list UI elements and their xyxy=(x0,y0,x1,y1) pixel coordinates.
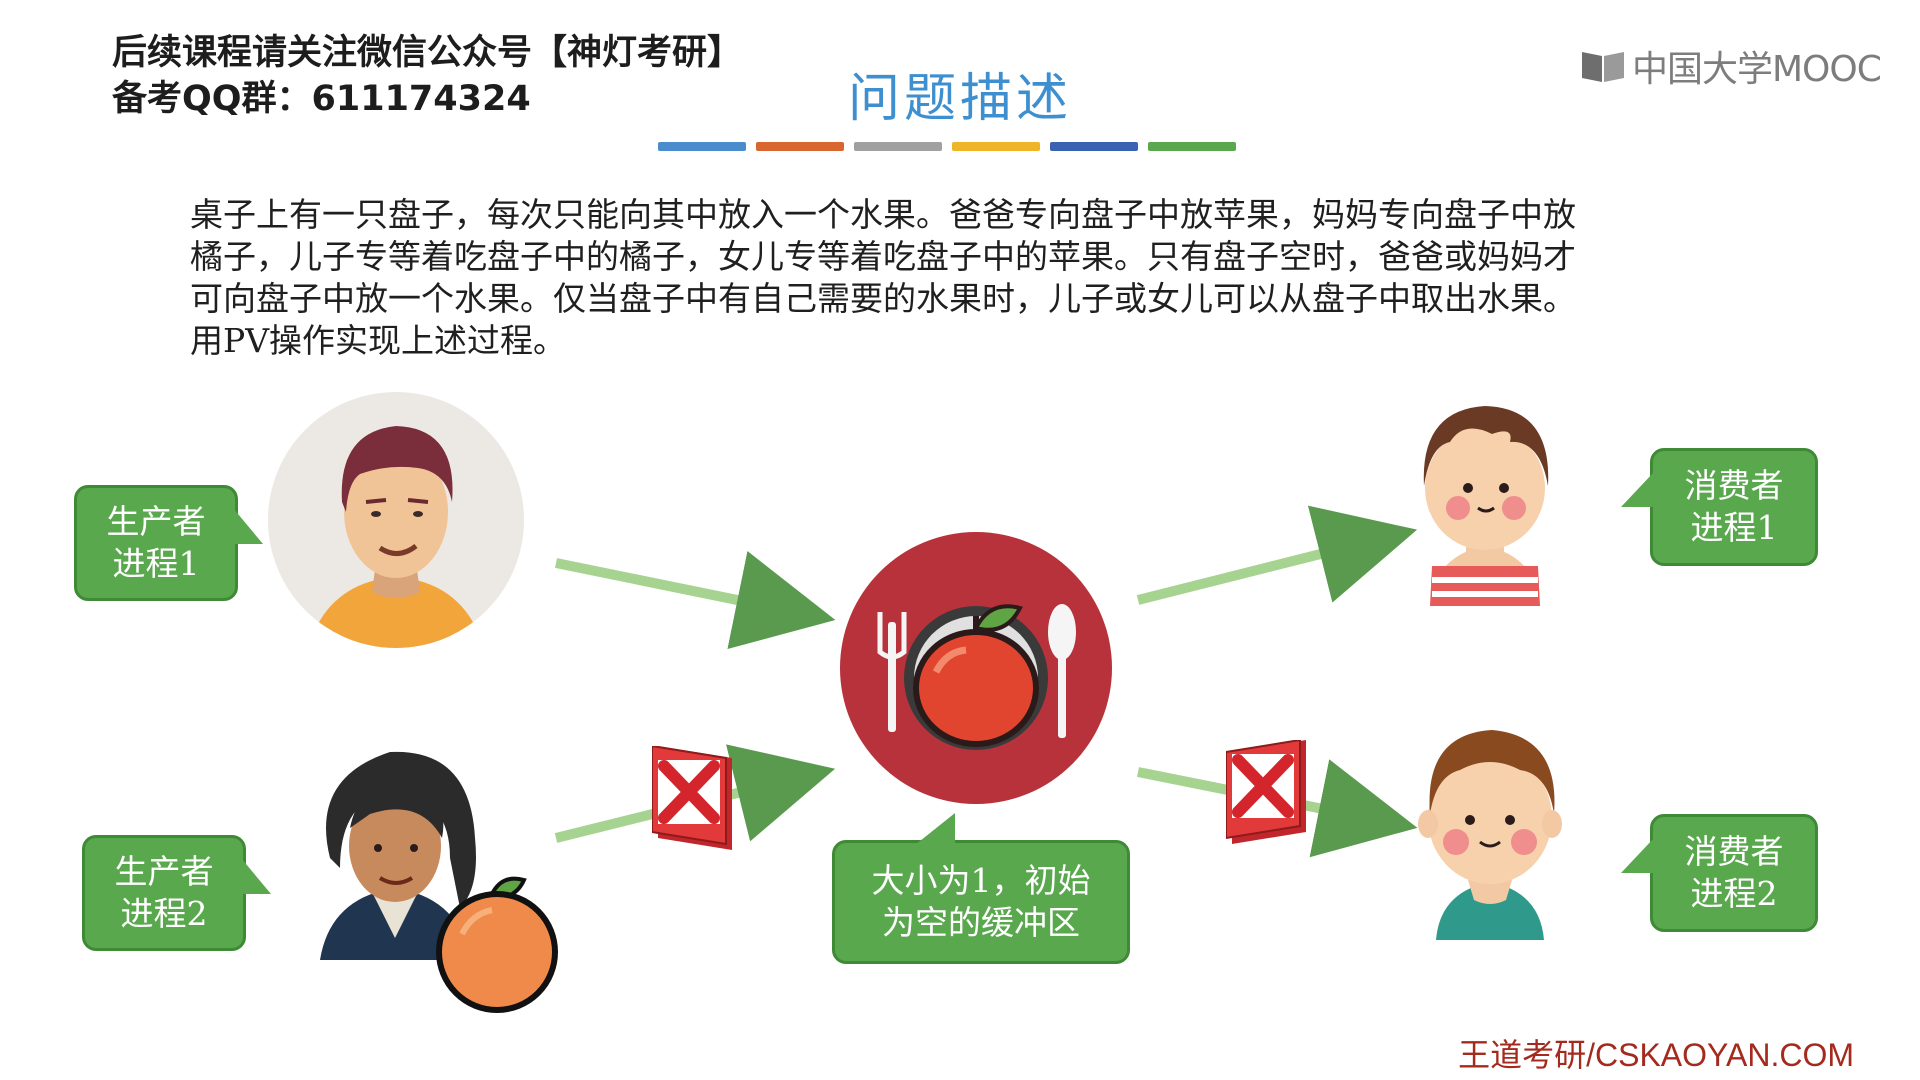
consumer1-label: 消费者 进程1 xyxy=(1621,448,1818,566)
bubble-tail xyxy=(1621,471,1655,507)
mooc-book-icon xyxy=(1582,52,1624,82)
son-avatar-icon xyxy=(1418,730,1562,940)
mooc-logo-text: 中国大学MOOC xyxy=(1632,49,1882,90)
red-cross-icon xyxy=(652,746,732,850)
producer2-label-line1: 生产者 xyxy=(114,852,214,891)
father-avatar-icon xyxy=(268,392,524,648)
producer1-label: 生产者 进程1 xyxy=(74,485,263,601)
bubble-tail xyxy=(233,508,263,544)
consumer2-label: 消费者 进程2 xyxy=(1621,814,1818,932)
problem-line: 可向盘子中放一个水果。仅当盘子中有自己需要的水果时，儿子或女儿可以从盘子中取出水… xyxy=(190,279,1576,318)
watermark: 王道考研/CSKAOYAN.COM xyxy=(1458,1037,1854,1073)
buffer-label-line1: 大小为1，初始 xyxy=(871,861,1091,900)
plate-apple-icon xyxy=(840,532,1112,804)
color-bar-segment xyxy=(1050,142,1138,151)
header-wechat-notice: 后续课程请关注微信公众号【神灯考研】 xyxy=(112,33,743,73)
orange-icon xyxy=(436,876,558,1013)
buffer-label-line2: 为空的缓冲区 xyxy=(882,903,1080,942)
problem-line: 桌子上有一只盘子，每次只能向其中放入一个水果。爸爸专向盘子中放苹果，妈妈专向盘子… xyxy=(190,195,1576,234)
buffer-label: 大小为1，初始 为空的缓冲区 xyxy=(832,813,1130,964)
arrow-plate-to-daughter xyxy=(1136,505,1418,605)
producer2-label-line2: 进程2 xyxy=(120,894,208,933)
bubble-tail xyxy=(1621,837,1655,873)
mother-avatar-icon xyxy=(320,751,476,960)
consumer1-label-line2: 进程1 xyxy=(1690,508,1778,547)
red-cross-icon xyxy=(1226,740,1306,844)
consumer2-label-line1: 消费者 xyxy=(1684,832,1784,871)
mooc-logo: 中国大学MOOC xyxy=(1580,40,1882,92)
problem-description: 桌子上有一只盘子，每次只能向其中放入一个水果。爸爸专向盘子中放苹果，妈妈专向盘子… xyxy=(190,194,1750,362)
arrow-father-to-plate xyxy=(555,551,836,649)
bubble-tail xyxy=(915,813,955,845)
producer1-label-line1: 生产者 xyxy=(106,502,206,541)
producer1-label-line2: 进程1 xyxy=(112,544,200,583)
color-bar-segment xyxy=(756,142,844,151)
producer2-label: 生产者 进程2 xyxy=(82,835,271,951)
header-qq-group: 备考QQ群：611174324 xyxy=(112,79,531,119)
consumer2-label-line2: 进程2 xyxy=(1690,874,1778,913)
daughter-avatar-icon xyxy=(1423,406,1549,606)
color-bar-segment xyxy=(952,142,1040,151)
problem-line: 橘子，儿子专等着吃盘子中的橘子，女儿专等着吃盘子中的苹果。只有盘子空时，爸爸或妈… xyxy=(190,237,1576,276)
color-bar-segment xyxy=(658,142,746,151)
problem-line: 用PV操作实现上述过程。 xyxy=(190,321,567,360)
color-bar-segment xyxy=(854,142,942,151)
color-bar-segment xyxy=(1148,142,1236,151)
bubble-tail xyxy=(241,858,271,894)
slide-title: 问题描述 xyxy=(847,69,1072,129)
title-color-bar xyxy=(658,142,1236,151)
consumer1-label-line1: 消费者 xyxy=(1684,466,1784,505)
